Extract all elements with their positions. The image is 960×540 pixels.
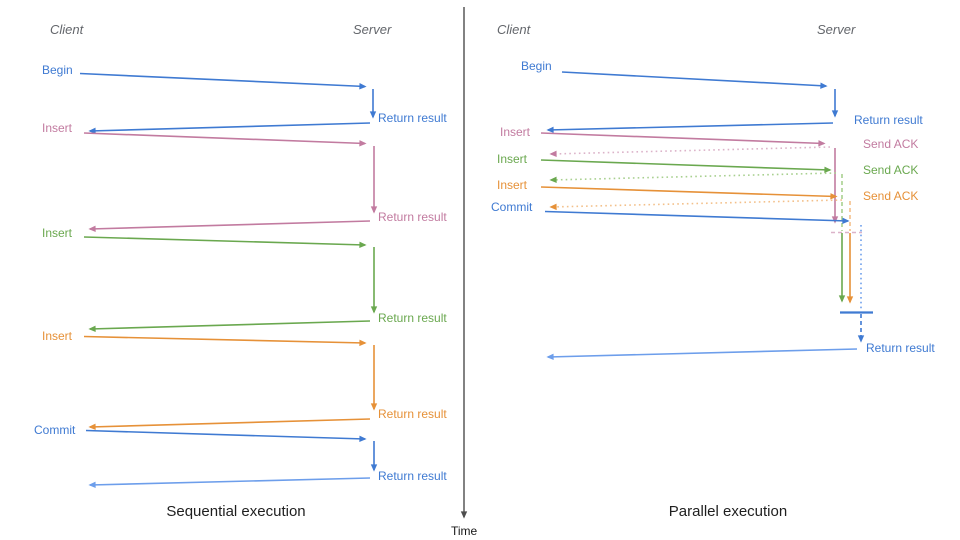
return-result-label: Return result	[378, 407, 447, 421]
client-header: Client	[497, 22, 531, 37]
begin-return-arrow	[88, 122, 371, 135]
return-result-label: Return result	[866, 341, 935, 355]
return-result-label: Return result	[378, 210, 447, 224]
time-axis-label: Time	[451, 524, 478, 538]
return-result-label: Return result	[378, 311, 447, 325]
op-label-insert2: Insert	[497, 152, 528, 166]
insert1-return-arrow	[88, 220, 371, 233]
insert1-request-arrow	[540, 132, 826, 147]
op-label-commit: Commit	[491, 200, 533, 214]
return-result-label: Return result	[378, 469, 447, 483]
insert1-request-arrow	[83, 132, 367, 147]
return-result-label: Return result	[378, 111, 447, 125]
insert2-request-arrow	[83, 236, 367, 249]
op-label-commit: Commit	[34, 423, 76, 437]
op-label-insert3: Insert	[497, 178, 528, 192]
insert2-return-arrow	[88, 320, 371, 333]
commit-return-arrow	[546, 348, 858, 361]
op-label-insert3: Insert	[42, 329, 73, 343]
client-header: Client	[50, 22, 84, 37]
op-label-begin: Begin	[42, 63, 73, 77]
op-label-begin: Begin	[521, 59, 552, 73]
begin-return-arrow	[546, 122, 834, 134]
sequential-panel-title: Sequential execution	[166, 503, 306, 520]
server-header: Server	[817, 22, 856, 37]
op-label-insert2: Insert	[42, 226, 73, 240]
sequential-panel-lines	[79, 72, 378, 489]
op-label-insert1: Insert	[42, 121, 73, 135]
begin-request-arrow	[79, 72, 367, 90]
commit-return-arrow	[88, 477, 371, 489]
send-ack-label: Send ACK	[863, 163, 919, 177]
send-ack-label: Send ACK	[863, 137, 919, 151]
server-header: Server	[353, 22, 392, 37]
insert3-request-arrow	[540, 186, 838, 200]
commit-request-arrow	[544, 210, 850, 225]
insert3-request-arrow	[83, 335, 367, 347]
insert2-request-arrow	[540, 159, 832, 174]
parallel-panel-title: Parallel execution	[668, 503, 788, 520]
insert1-ack-dotted-arrow	[549, 146, 831, 158]
begin-request-arrow	[561, 71, 828, 89]
parallel-panel-lines	[540, 71, 873, 361]
op-label-insert1: Insert	[500, 125, 531, 139]
return-result-label: Return result	[854, 113, 923, 127]
insert3-ack-dotted-arrow	[549, 199, 843, 211]
send-ack-label: Send ACK	[863, 189, 919, 203]
insert3-return-arrow	[88, 418, 371, 431]
insert2-ack-dotted-arrow	[549, 172, 837, 184]
commit-request-arrow	[85, 429, 367, 443]
